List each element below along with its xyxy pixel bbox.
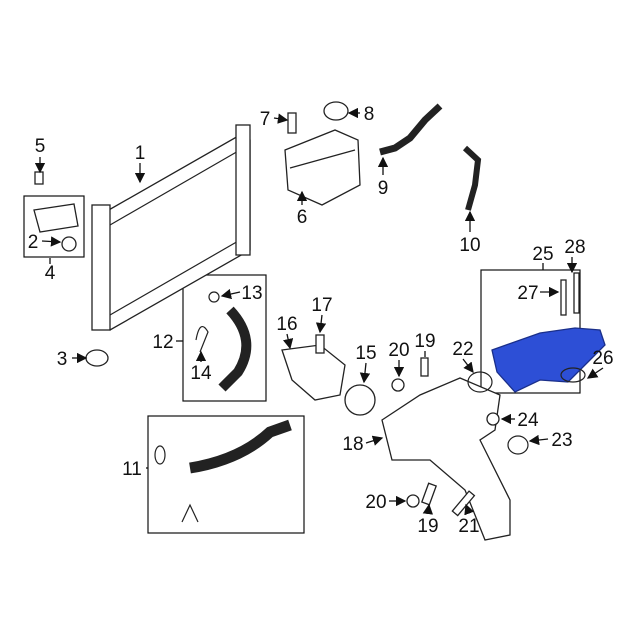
callout-9: 9 xyxy=(378,178,389,199)
callout-2: 2 xyxy=(28,232,39,253)
callout-19b: 19 xyxy=(417,516,438,537)
callout-16: 16 xyxy=(276,314,297,335)
bolt-7[interactable] xyxy=(287,112,297,134)
callout-23: 23 xyxy=(551,430,572,451)
deflector-part[interactable] xyxy=(33,203,79,252)
nut-20a[interactable] xyxy=(391,378,405,392)
nut-24[interactable] xyxy=(486,412,500,426)
callout-21: 21 xyxy=(458,516,479,537)
callout-1: 1 xyxy=(135,143,146,164)
hose-11[interactable] xyxy=(189,419,292,474)
radiator-part[interactable] xyxy=(91,124,251,331)
callout-7: 7 xyxy=(260,109,271,130)
gasket-26[interactable] xyxy=(560,367,586,383)
callout-13: 13 xyxy=(241,283,262,304)
callout-22: 22 xyxy=(452,339,473,360)
callout-25: 25 xyxy=(532,244,553,265)
hose-12[interactable] xyxy=(218,306,252,392)
callout-labels: 1 2 3 4 5 6 7 8 9 10 11 12 13 14 15 16 1… xyxy=(28,104,614,537)
reservoir-part[interactable] xyxy=(284,129,361,206)
group-box-4 xyxy=(23,195,85,258)
oring-13[interactable] xyxy=(208,291,220,303)
nut-20b[interactable] xyxy=(406,494,420,508)
bolt-28[interactable] xyxy=(573,272,580,314)
callout-18: 18 xyxy=(342,434,363,455)
callout-19a: 19 xyxy=(414,331,435,352)
bolt-5[interactable] xyxy=(34,171,44,185)
callout-27: 27 xyxy=(517,283,538,304)
callout-4: 4 xyxy=(45,263,56,284)
hose-9[interactable] xyxy=(379,103,443,156)
cap-8[interactable] xyxy=(323,101,349,121)
callout-26: 26 xyxy=(592,348,613,369)
clamp-11[interactable] xyxy=(181,503,199,523)
callout-15: 15 xyxy=(355,343,376,364)
callout-28: 28 xyxy=(564,237,585,258)
callout-20a: 20 xyxy=(388,340,409,361)
callout-5: 5 xyxy=(35,136,46,157)
bolt-27[interactable] xyxy=(560,279,567,316)
oring-11[interactable] xyxy=(154,445,166,465)
bolt-17[interactable] xyxy=(315,334,325,354)
callout-6: 6 xyxy=(297,207,308,228)
callout-17: 17 xyxy=(311,295,332,316)
water-outlet-26[interactable] xyxy=(491,327,606,393)
callout-12: 12 xyxy=(152,332,173,353)
stud-19a[interactable] xyxy=(420,357,429,377)
group-box-12 xyxy=(182,274,267,402)
callout-20b: 20 xyxy=(365,492,386,513)
gasket-22[interactable] xyxy=(467,371,493,393)
callout-3: 3 xyxy=(57,349,68,370)
gasket-23[interactable] xyxy=(507,435,529,455)
grommet-3[interactable] xyxy=(85,349,109,367)
clamp-14[interactable] xyxy=(195,325,209,353)
thermostat-15[interactable] xyxy=(344,384,376,416)
callout-8: 8 xyxy=(364,104,375,125)
callout-10: 10 xyxy=(459,235,480,256)
hose-10[interactable] xyxy=(462,145,482,211)
stud-19b[interactable] xyxy=(420,482,438,506)
thermostat-housing-16[interactable] xyxy=(281,344,346,401)
leader-lines xyxy=(34,107,604,516)
callout-11: 11 xyxy=(122,459,142,480)
callout-14: 14 xyxy=(190,363,212,384)
group-box-11 xyxy=(147,415,305,534)
coolant-outlet-18[interactable] xyxy=(381,377,511,541)
callout-24: 24 xyxy=(517,410,539,431)
